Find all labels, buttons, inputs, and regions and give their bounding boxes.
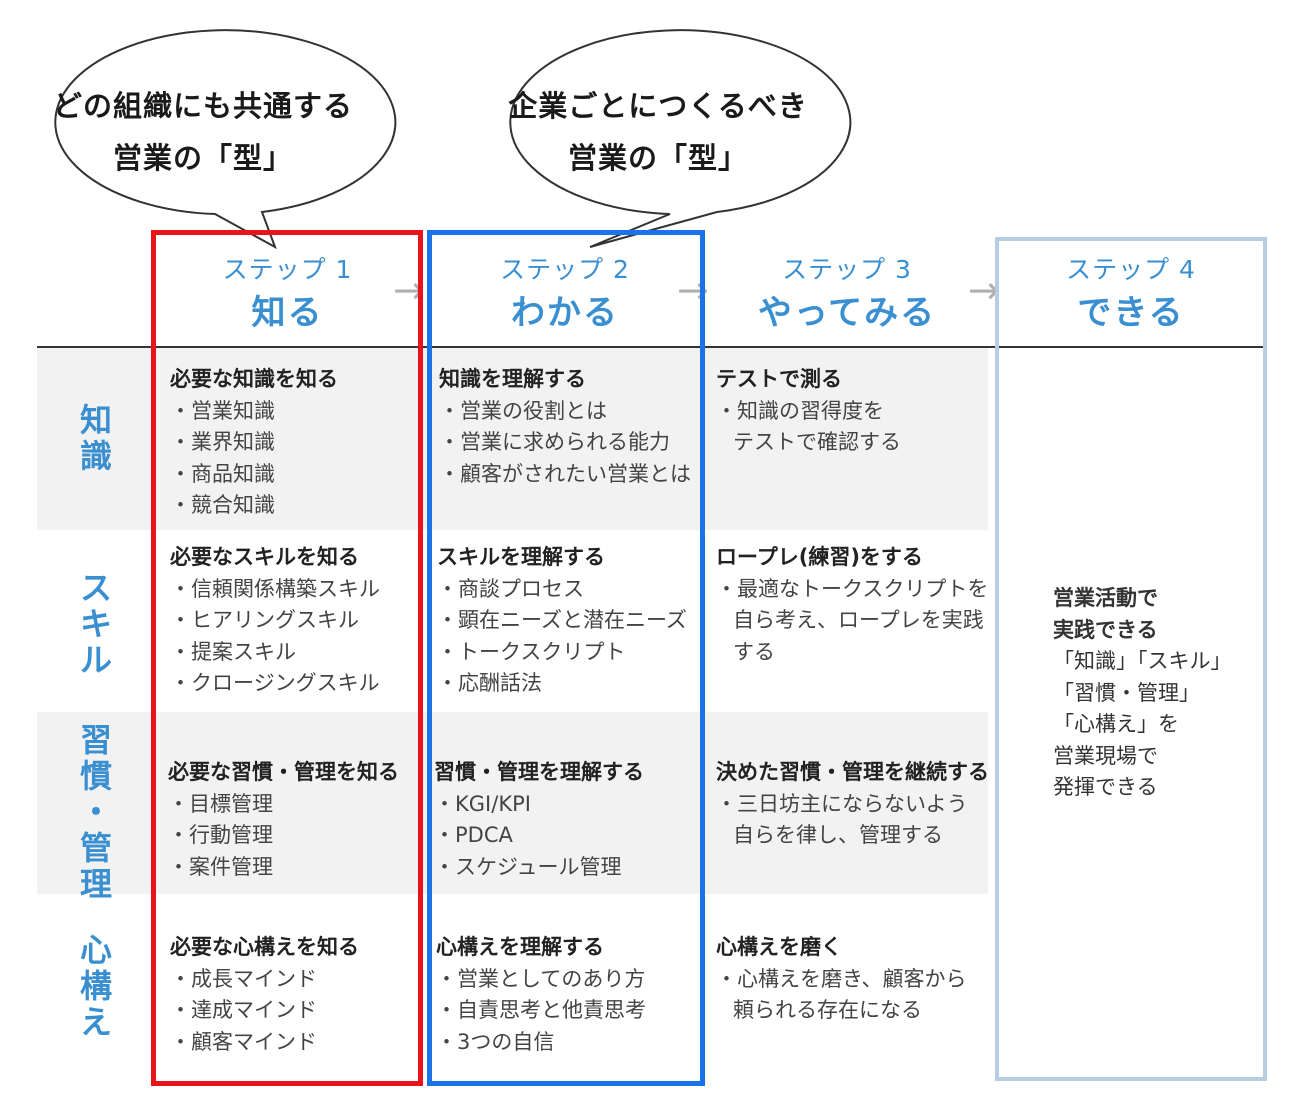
step-1-frame xyxy=(151,230,423,1086)
row-label-mindset: 心 構 え xyxy=(79,931,112,1041)
step-3-name: やってみる xyxy=(757,293,937,333)
step-4-name: できる xyxy=(1077,293,1185,333)
step-4-outcome: 営業活動で 実践できる 「知識」「スキル」 「習慣・管理」 「心構え」を 営業現… xyxy=(1053,586,1232,799)
bubble-common-text: どの組織にも共通する 営業の「型」 xyxy=(43,80,363,184)
step-2-name: わかる xyxy=(511,293,619,333)
cell-habit-step3: 決めた習慣・管理を継続する 三日坊主にならないよう 自らを律し、管理する xyxy=(716,757,989,852)
step-2-frame xyxy=(427,230,705,1086)
cell-habit-step1: 必要な習慣・管理を知る 目標管理 行動管理 案件管理 xyxy=(168,757,399,883)
step-1-label: ステップ 1 xyxy=(222,255,353,284)
step-4-label: ステップ 4 xyxy=(1066,255,1196,284)
bubble-company-line2: 営業の「型」 xyxy=(567,141,748,175)
row-label-knowledge: 知 識 xyxy=(79,401,112,475)
step-3-label: ステップ 3 xyxy=(782,255,912,284)
cell-knowledge-step3: テストで測る 知識の習得度を テストで確認する xyxy=(716,364,901,459)
step-4-header: ステップ 4 できる xyxy=(997,250,1265,336)
step-3-header: ステップ 3 やってみる xyxy=(712,250,982,336)
cell-knowledge-step2: 知識を理解する 営業の役割とは 営業に求められる能力 顧客がされたい営業とは xyxy=(439,364,691,490)
step-2-header: ステップ 2 わかる xyxy=(430,250,700,336)
step-4-frame xyxy=(995,237,1267,1081)
speech-bubble-company xyxy=(509,29,852,248)
cell-skill-step1: 必要なスキルを知る 信頼関係構築スキル ヒアリングスキル 提案スキル クロージン… xyxy=(170,542,380,700)
step-1-name: 知る xyxy=(251,293,324,333)
bubble-common-line1: どの組織にも共通する xyxy=(52,89,353,123)
bubble-company-text: 企業ごとにつくるべき 営業の「型」 xyxy=(498,80,818,184)
bubble-common-line2: 営業の「型」 xyxy=(112,141,293,175)
cell-mindset-step2: 心構えを理解する 営業としてのあり方 自責思考と他責思考 3つの自信 xyxy=(436,932,646,1058)
bubble-shapes xyxy=(54,29,852,250)
cell-mindset-step1: 必要な心構えを知る 成長マインド 達成マインド 顧客マインド xyxy=(170,932,359,1058)
bubble-company-line1: 企業ごとにつくるべき xyxy=(508,89,808,123)
row-label-skill: ス キ ル xyxy=(79,569,112,679)
row-label-habit: 習 慣 ・ 管 理 xyxy=(79,721,112,903)
arrow-right-icon: → xyxy=(968,268,1000,312)
step-2-label: ステップ 2 xyxy=(500,255,630,284)
speech-bubble-common xyxy=(54,29,397,250)
cell-skill-step3: ロープレ(練習)をする 最適なトークスクリプトを 自ら考え、ロープレを実践 する xyxy=(716,542,988,668)
cell-skill-step2: スキルを理解する 商談プロセス 顕在ニーズと潜在ニーズ トークスクリプト 応酬話… xyxy=(437,542,687,700)
step-1-header: ステップ 1 知る xyxy=(155,250,420,336)
cell-mindset-step3: 心構えを磨く 心構えを磨き、顧客から 頼られる存在になる xyxy=(716,932,967,1027)
cell-knowledge-step1: 必要な知識を知る 営業知識 業界知識 商品知識 競合知識 xyxy=(170,364,338,522)
cell-habit-step2: 習慣・管理を理解する KGI/KPI PDCA スケジュール管理 xyxy=(434,757,644,883)
header-divider xyxy=(37,346,1267,348)
